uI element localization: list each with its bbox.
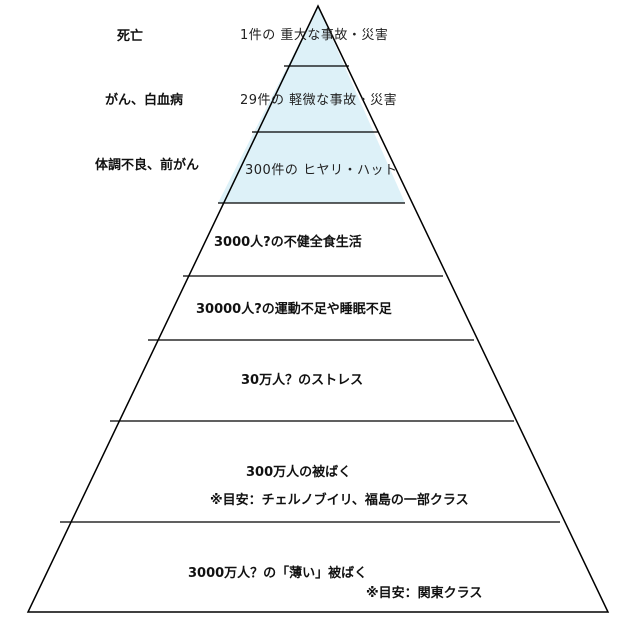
side-label-death: 死亡 xyxy=(117,29,144,44)
tier-fill-top xyxy=(218,6,405,203)
tier-label-6: 30万人？のストレス xyxy=(241,373,364,388)
tier-label-2: 29件の 軽微な事故・災害 xyxy=(240,93,398,108)
side-label-cancer-leukemia: がん、白血病 xyxy=(105,93,184,108)
tier-label-1: 1件の 重大な事故・災害 xyxy=(240,28,389,43)
tier-label-3: 300件の ヒヤリ・ハット xyxy=(245,163,398,178)
tier-label-7: 300万人の被ばく xyxy=(246,465,352,480)
tier-note-7: ※目安：チェルノブイリ、福島の一部クラス xyxy=(210,493,469,508)
tier-label-5: 30000人?の運動不足や睡眠不足 xyxy=(196,302,392,317)
pyramid-outline xyxy=(26,4,610,613)
tier-label-4: 3000人?の不健全食生活 xyxy=(214,235,362,250)
side-label-ill-health-precancer: 体調不良、前がん xyxy=(95,158,200,173)
tier-note-8: ※目安：関東クラス xyxy=(366,586,483,601)
tier-label-8: 3000万人？の「薄い」被ばく xyxy=(188,566,368,581)
